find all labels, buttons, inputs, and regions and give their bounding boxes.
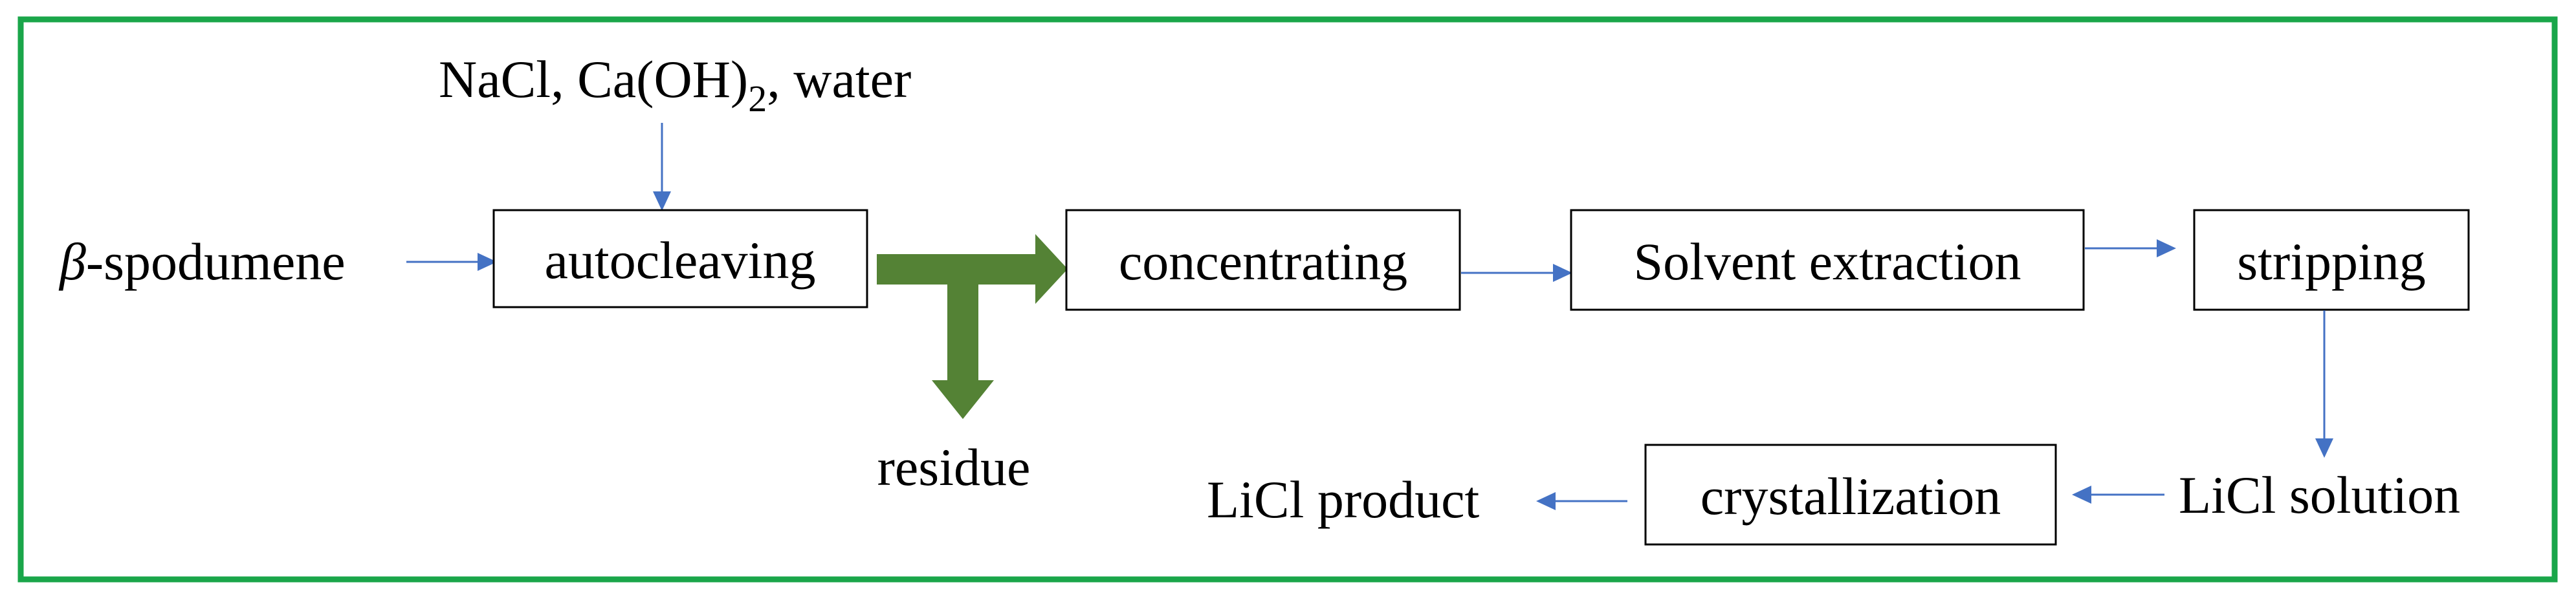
stripping-label: stripping <box>2237 232 2426 291</box>
concentrating-to-extraction-arrow <box>1461 264 1572 282</box>
crystallization-step: crystallization <box>1644 444 2057 546</box>
spodumene-label: β-spodumene <box>58 232 346 291</box>
autocleaving-step: autocleaving <box>492 209 868 308</box>
stripping-box <box>2193 209 2470 311</box>
concentrating-step: concentrating <box>1065 209 1461 311</box>
solvent-extraction-box <box>1570 209 2085 311</box>
solvent-extraction-step: Solvent extraction <box>1570 209 2085 311</box>
crystallization-label: crystallization <box>1701 467 2001 526</box>
concentrating-box <box>1065 209 1461 311</box>
stripping-step: stripping <box>2193 209 2470 311</box>
residue-label: residue <box>877 438 1031 497</box>
autocleaving-box <box>492 209 868 308</box>
licl-product-label: LiCl product <box>1207 470 1480 529</box>
licl-solution-label: LiCl solution <box>2179 466 2460 524</box>
stripping-to-solution-arrow <box>2315 310 2333 458</box>
autocleaving-label: autocleaving <box>545 231 816 290</box>
extraction-to-stripping-arrow <box>2085 239 2176 257</box>
reagents-to-autocleaving-arrow <box>653 123 671 211</box>
solvent-extraction-label: Solvent extraction <box>1634 232 2021 291</box>
crystallization-box <box>1644 444 2057 546</box>
diagram-frame <box>17 16 2558 583</box>
spodumene-to-autocleaving-arrow <box>406 253 497 271</box>
crystallization-to-product-arrow <box>1536 492 1627 510</box>
solution-to-crystallization-arrow <box>2072 486 2164 504</box>
autocleaving-output-thick-arrow <box>877 234 1068 419</box>
concentrating-label: concentrating <box>1119 232 1407 291</box>
reagents-label: NaCl, Ca(OH)2, water <box>439 50 911 120</box>
